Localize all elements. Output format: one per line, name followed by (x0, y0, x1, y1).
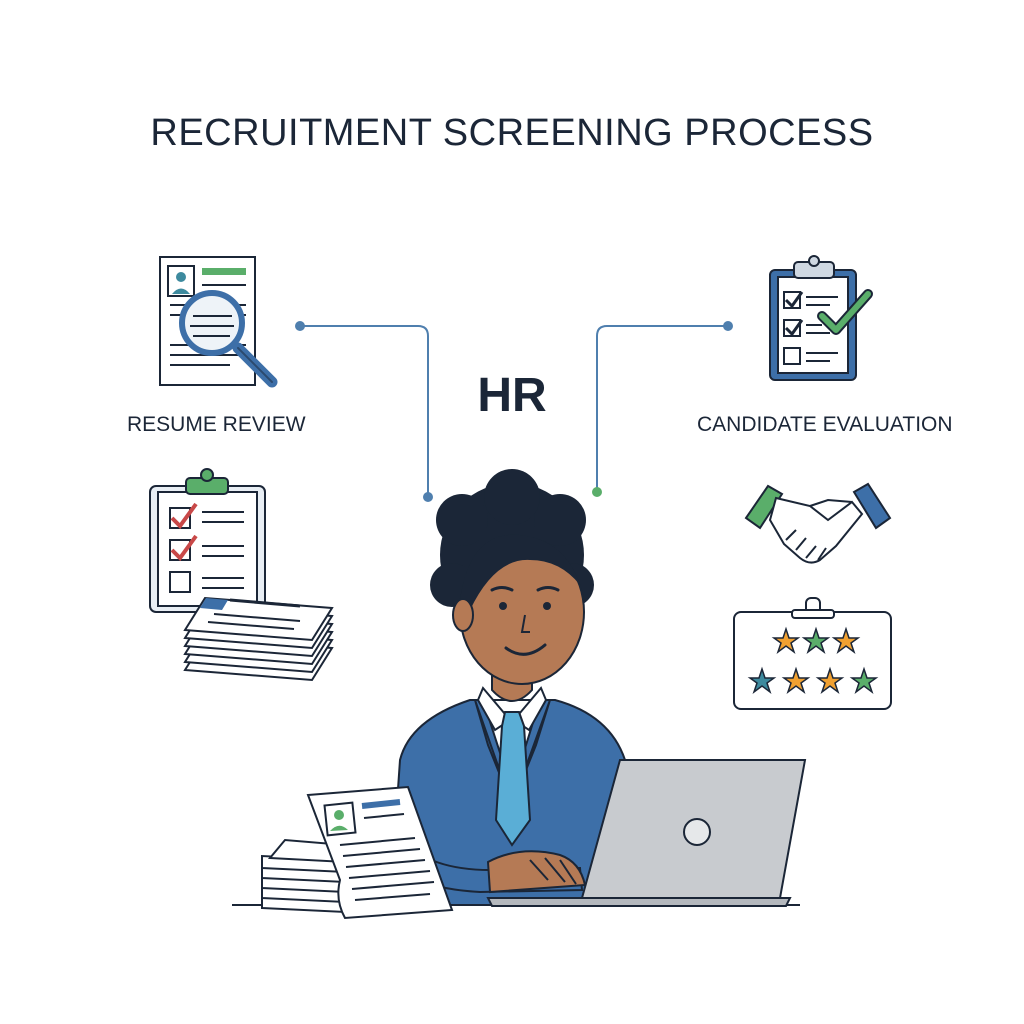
connector-right-dot-start (723, 321, 733, 331)
star-rating-board-icon (733, 597, 892, 710)
star-icon (771, 626, 801, 655)
page-title: RECRUITMENT SCREENING PROCESS (150, 112, 874, 154)
step-label-candidate-evaluation: CANDIDATE EVALUATION (697, 413, 953, 436)
star-icon (831, 626, 861, 655)
star-icon (849, 666, 879, 695)
star-icon (815, 666, 845, 695)
handshake-icon (744, 482, 892, 564)
connector-left-dot-start (295, 321, 305, 331)
connector-left-dot-end (423, 492, 433, 502)
checklist-clipboard-icon (769, 255, 873, 381)
resume-magnifier-icon (159, 256, 278, 388)
center-hr-label: HR (477, 369, 547, 422)
desk-resume-sheet (306, 785, 454, 920)
star-icon (747, 666, 777, 695)
step-label-resume-review: RESUME REVIEW (127, 413, 306, 436)
hr-person-at-laptop-illustration (232, 469, 807, 920)
checklist-with-papers-icon (149, 468, 334, 682)
connector-right-dot-end (592, 487, 602, 497)
star-icon (781, 666, 811, 695)
connector-left (300, 325, 429, 496)
star-icon (801, 626, 831, 655)
connector-right (596, 325, 728, 490)
